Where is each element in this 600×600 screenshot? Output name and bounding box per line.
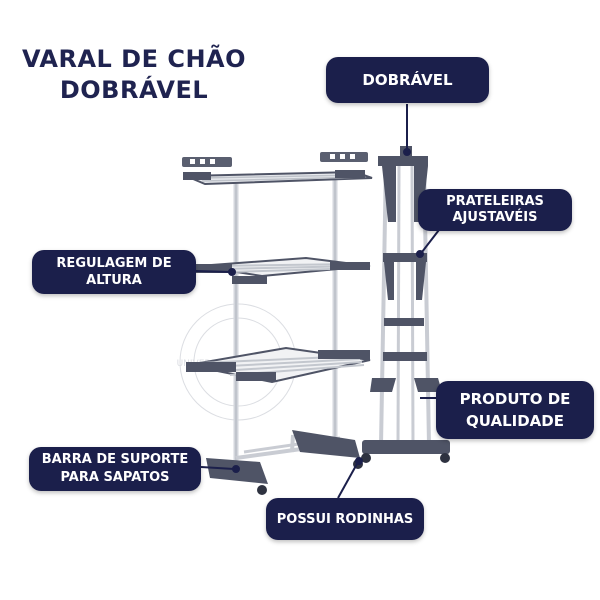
page-title: VARAL DE CHÃO DOBRÁVEL	[14, 44, 254, 106]
middle-shelf	[196, 256, 371, 284]
bottom-shelf	[186, 346, 371, 384]
label-regulagem-altura: REGULAGEM DE ALTURA	[32, 250, 196, 294]
label-prateleiras-line-1: PRATELEIRAS	[446, 194, 544, 209]
label-prateleiras-ajustaveis: PRATELEIRAS AJUSTAVÉIS	[418, 189, 572, 231]
label-barra-line-1: BARRA DE SUPORTE	[41, 452, 189, 467]
label-dobravel-text: DOBRÁVEL	[362, 71, 453, 89]
title-line-2: DOBRÁVEL	[59, 76, 209, 104]
drying-rack-open	[182, 152, 373, 495]
label-possui-rodinhas: POSSUI RODINHAS	[266, 498, 424, 540]
label-regulagem-line-1: REGULAGEM DE	[56, 256, 172, 271]
label-produto-line-1: PRODUTO DE	[459, 390, 571, 408]
label-produto-qualidade: PRODUTO DE QUALIDADE	[436, 381, 594, 439]
label-regulagem-line-2: ALTURA	[86, 273, 142, 288]
label-dobravel: DOBRÁVEL	[326, 57, 489, 103]
top-shelf	[182, 152, 373, 186]
label-barra-suporte-sapatos: BARRA DE SUPORTE PARA SAPATOS	[29, 447, 201, 491]
title-line-1: VARAL DE CHÃO	[21, 45, 247, 73]
label-produto-line-2: QUALIDADE	[466, 412, 564, 430]
leader-lines	[195, 104, 443, 499]
label-rodinhas-text: POSSUI RODINHAS	[276, 511, 414, 527]
label-barra-line-2: PARA SAPATOS	[60, 470, 170, 485]
label-prateleiras-line-2: AJUSTAVÉIS	[452, 210, 538, 225]
